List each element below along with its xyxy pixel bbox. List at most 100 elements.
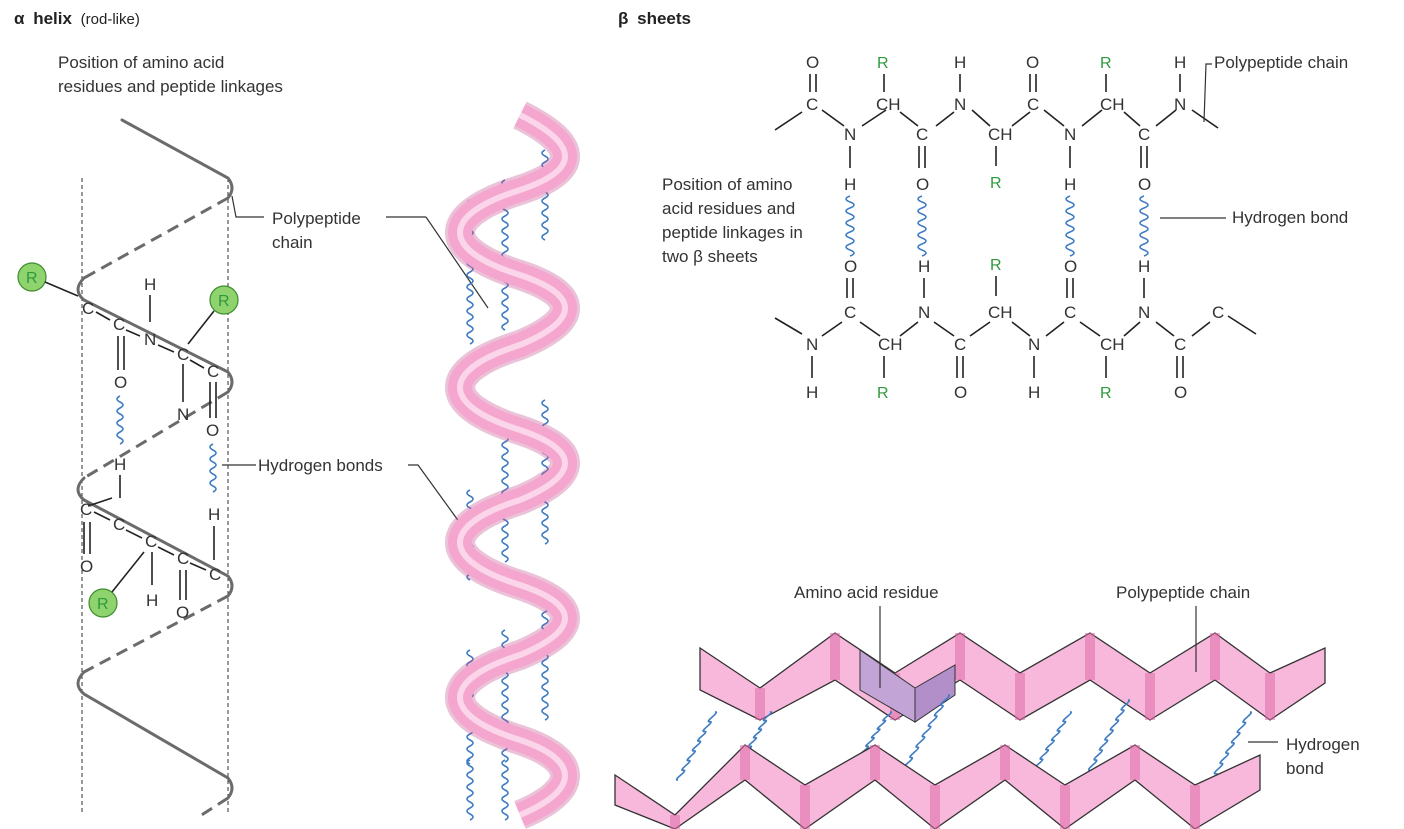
svg-text:H: H — [954, 53, 966, 72]
hbond-spring — [466, 759, 474, 821]
svg-text:O: O — [206, 421, 219, 440]
svg-text:R: R — [990, 175, 1002, 192]
sheet-hbond-spring — [1207, 711, 1253, 785]
svg-text:C: C — [177, 345, 189, 364]
beta-bottom-strand: O H R O H N C CH N C CH N C — [774, 257, 1257, 402]
svg-text:H: H — [1138, 257, 1150, 276]
svg-text:C: C — [916, 125, 928, 144]
hbond-spring — [541, 149, 549, 241]
svg-text:H: H — [844, 175, 856, 194]
svg-text:CH: CH — [1100, 95, 1125, 114]
svg-text:N: N — [844, 125, 856, 144]
svg-text:H: H — [1028, 383, 1040, 402]
beta-residue-label: Amino acid residue — [794, 583, 939, 602]
svg-text:N: N — [1064, 125, 1076, 144]
svg-text:O: O — [954, 383, 967, 402]
svg-text:H: H — [1064, 175, 1076, 194]
svg-text:O: O — [1064, 257, 1077, 276]
svg-text:N: N — [144, 330, 156, 349]
svg-text:R: R — [26, 270, 38, 287]
alpha-molecule: R C C N H O R C C N O H — [17, 262, 239, 622]
beta-chain-label: Polypeptide chain — [1116, 583, 1250, 602]
svg-text:N: N — [806, 335, 818, 354]
alpha-hydrogen-leader — [408, 464, 466, 531]
beta-polypeptide-label: Polypeptide chain — [1214, 53, 1348, 72]
svg-text:C: C — [1174, 335, 1186, 354]
beta-sheet-panel: β sheets O C N R CH C H N CH O C — [614, 9, 1360, 829]
svg-text:R: R — [1100, 55, 1112, 72]
svg-text:H: H — [114, 455, 126, 474]
svg-text:C: C — [177, 549, 189, 568]
svg-text:H: H — [918, 257, 930, 276]
svg-text:C: C — [145, 532, 157, 551]
svg-text:C: C — [1027, 95, 1039, 114]
alpha-polypeptide-label-2: chain — [272, 233, 313, 252]
beta-hydrogen-label: Hydrogen bond — [1232, 208, 1348, 227]
sheet-hbond-spring — [675, 711, 718, 781]
alpha-backbone — [76, 118, 234, 818]
svg-text:CH: CH — [1100, 335, 1125, 354]
svg-text:R: R — [97, 596, 109, 613]
alpha-helix-panel: α helix (rod-like) Position of amino aci… — [14, 9, 580, 829]
svg-text:H: H — [146, 591, 158, 610]
beta-position-label-1: Position of amino — [662, 175, 792, 194]
svg-text:R: R — [1100, 385, 1112, 402]
hbond-spring — [541, 599, 549, 721]
svg-text:C: C — [1212, 303, 1224, 322]
beta-hydrogen-bonds — [845, 195, 1149, 257]
svg-text:C: C — [207, 362, 219, 381]
svg-text:N: N — [1174, 95, 1186, 114]
svg-text:R: R — [877, 385, 889, 402]
svg-text:N: N — [177, 405, 189, 424]
svg-text:C: C — [113, 315, 125, 334]
svg-text:C: C — [209, 565, 221, 584]
svg-text:C: C — [844, 303, 856, 322]
beta-position-label-2: acid residues and — [662, 199, 795, 218]
sheet-hbond-spring — [1087, 699, 1131, 771]
svg-text:H: H — [144, 275, 156, 294]
alpha-helix-ribbon — [445, 101, 580, 829]
svg-text:O: O — [1138, 175, 1151, 194]
svg-text:O: O — [916, 175, 929, 194]
svg-text:R: R — [218, 293, 230, 310]
svg-text:H: H — [806, 383, 818, 402]
svg-text:C: C — [82, 299, 94, 318]
residue-r-circle — [17, 262, 47, 292]
svg-text:C: C — [954, 335, 966, 354]
beta-pleated-ribbons — [614, 632, 1326, 829]
alpha-hydrogen-label: Hydrogen bonds — [258, 456, 383, 475]
svg-text:O: O — [1174, 383, 1187, 402]
svg-text:N: N — [1138, 303, 1150, 322]
svg-text:O: O — [1026, 53, 1039, 72]
alpha-polypeptide-label-1: Polypeptide — [272, 209, 361, 228]
svg-text:CH: CH — [878, 335, 903, 354]
svg-text:H: H — [208, 505, 220, 524]
alpha-title: α helix (rod-like) — [14, 9, 140, 28]
svg-text:O: O — [806, 53, 819, 72]
svg-text:CH: CH — [988, 125, 1013, 144]
hbond-spring — [541, 399, 549, 545]
beta-hbond-label-2: bond — [1286, 759, 1324, 778]
beta-hbond-label-1: Hydrogen — [1286, 735, 1360, 754]
back-sheet — [699, 632, 1326, 721]
svg-text:N: N — [1028, 335, 1040, 354]
svg-text:C: C — [1064, 303, 1076, 322]
svg-text:O: O — [176, 603, 189, 622]
alpha-polypeptide-leader-right — [425, 216, 489, 309]
svg-text:CH: CH — [988, 303, 1013, 322]
beta-position-label-3: peptide linkages in — [662, 223, 803, 242]
svg-text:C: C — [80, 500, 92, 519]
svg-text:R: R — [990, 257, 1002, 274]
svg-text:O: O — [114, 373, 127, 392]
svg-text:N: N — [954, 95, 966, 114]
svg-text:C: C — [113, 515, 125, 534]
svg-text:C: C — [1138, 125, 1150, 144]
svg-text:O: O — [80, 557, 93, 576]
alpha-polypeptide-leader — [231, 195, 264, 218]
svg-text:O: O — [844, 257, 857, 276]
alpha-position-label-1: Position of amino acid — [58, 53, 224, 72]
alpha-position-label-2: residues and peptide linkages — [58, 77, 283, 96]
svg-text:CH: CH — [876, 95, 901, 114]
hbond-spring — [501, 759, 509, 821]
